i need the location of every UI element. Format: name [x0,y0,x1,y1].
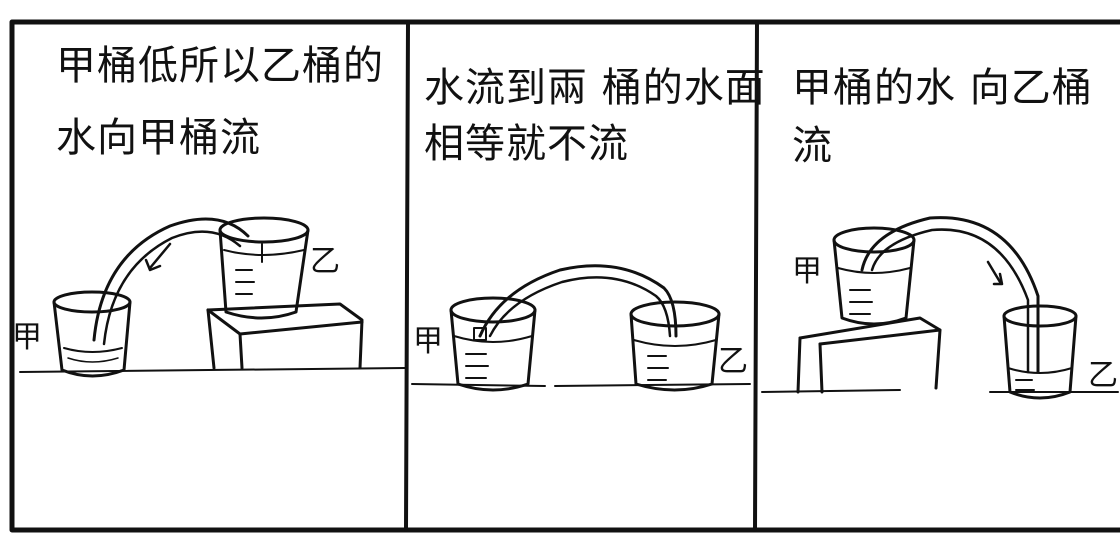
panel-2-bucket-label-b: 乙 [718,344,748,379]
panel-3-caption-line-2: 流 [792,123,833,169]
block-3 [796,316,942,394]
panel-3-bucket-label-a: 甲 [792,254,822,289]
bucket-a-3 [832,226,916,326]
panel-1-bucket-label-a: 甲 [12,320,42,355]
panel-2-caption-line-1: 水流到兩 桶的水面 [424,65,766,111]
tube-1 [92,217,250,346]
frame-border [9,19,1120,533]
tube-2 [478,264,678,338]
ground-line-1 [19,367,406,373]
panel-2-bucket-label-a: 甲 [413,324,443,359]
block-1 [206,302,364,370]
panel-3-caption-line-1: 甲桶的水 向乙桶 [792,65,1093,111]
ground-line-3 [761,389,1119,393]
bucket-b-3 [1002,304,1078,400]
panel-3-drawing [761,216,1119,400]
panel-1-drawing [19,216,406,378]
panel-3-bucket-label-b: 乙 [1088,358,1118,393]
tube-3 [860,216,1040,374]
bucket-a-1 [52,290,132,378]
panel-2-drawing [411,264,751,392]
panel-1-bucket-label-b: 乙 [310,244,340,279]
panel-2-caption-line-2: 相等就不流 [424,121,629,167]
panel-divider-1 [404,20,410,532]
panel-1-caption-line-2: 水向甲桶流 [56,115,261,161]
panel-divider-2 [753,20,759,532]
panel-1-caption-line-1: 甲桶低所以乙桶的 [56,43,384,89]
bucket-a-2 [449,296,537,392]
bucket-b-1 [218,216,310,320]
